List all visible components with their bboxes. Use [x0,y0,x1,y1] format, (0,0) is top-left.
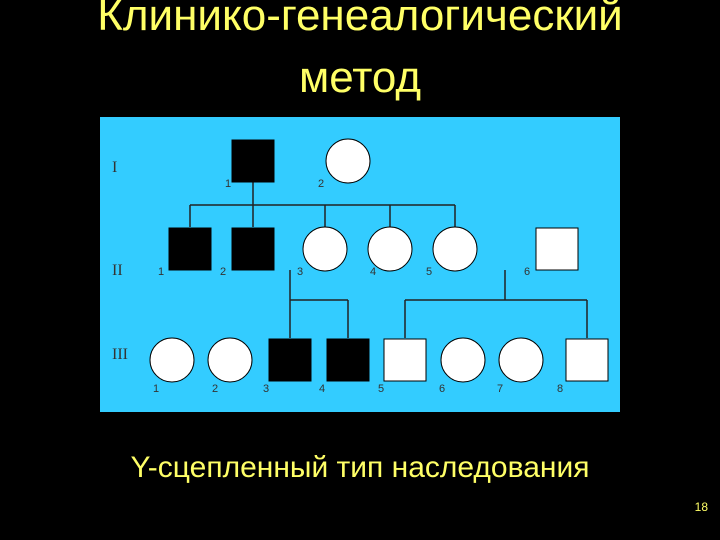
slide-title-line-2: метод [298,53,422,102]
unaffected-female-symbol [498,337,544,383]
individual-number: 2 [220,266,226,278]
unaffected-female-symbol [207,337,253,383]
unaffected-female-symbol [432,226,478,272]
unaffected-female-symbol [149,337,195,383]
unaffected-male-symbol [383,338,427,382]
slide-caption: Y-сцепленный тип наследования [130,451,590,484]
affected-male-symbol [268,338,312,382]
pedigree-lines [189,179,588,338]
individual-number: 5 [426,266,432,278]
unaffected-female-symbol [440,337,486,383]
affected-male-symbol [326,338,370,382]
generation-label: I [112,159,117,176]
individual-number: 1 [158,266,164,278]
individual-number: 4 [370,266,376,278]
individual-number: 5 [378,383,384,395]
individual-number: 4 [319,383,325,395]
individual-number: 3 [263,383,269,395]
generation-label: III [112,346,128,363]
individual-number: 1 [153,383,159,395]
individual-number: 3 [297,266,303,278]
unaffected-female-symbol [325,138,371,184]
affected-male-symbol [231,139,275,183]
generation-label: II [112,262,123,279]
individual-number: 8 [557,383,563,395]
slide-title-line-1: Клинико-генеалогический [97,0,623,40]
page-number: 18 [694,500,708,514]
unaffected-female-symbol [367,226,413,272]
individual-number: 2 [318,178,324,190]
individual-number: 6 [524,266,530,278]
affected-male-symbol [231,227,275,271]
individual-number: 2 [212,383,218,395]
unaffected-male-symbol [565,338,609,382]
unaffected-female-symbol [302,226,348,272]
unaffected-male-symbol [535,227,579,271]
individual-number: 7 [497,383,503,395]
individual-number: 1 [225,178,231,190]
individual-numbers: 1 2 1 2 3 4 5 6 1 2 3 4 5 6 7 8 [153,178,563,395]
pedigree-individuals [149,138,609,383]
affected-male-symbol [168,227,212,271]
individual-number: 6 [439,383,445,395]
